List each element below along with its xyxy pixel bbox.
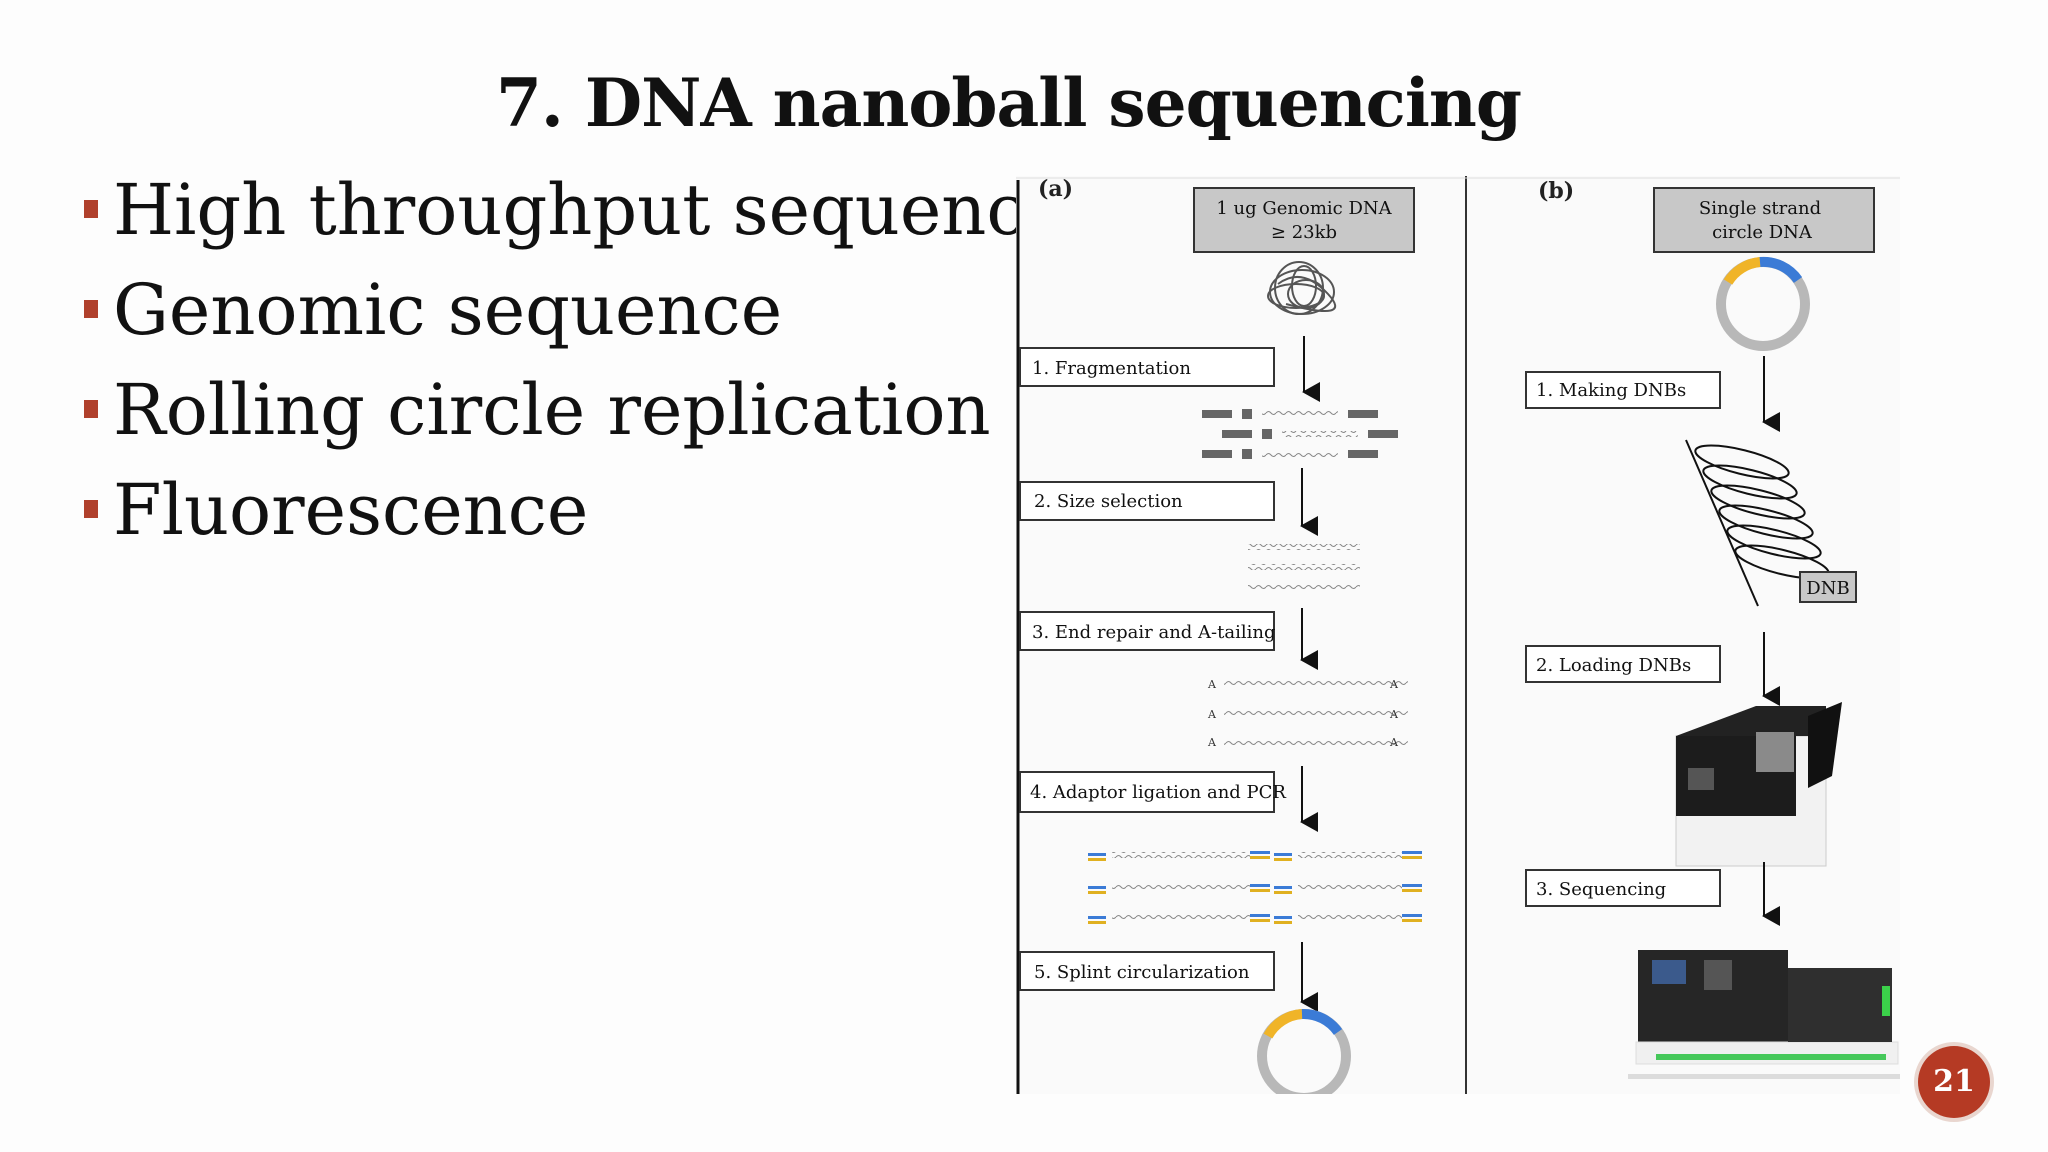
dnb-loader-instrument-icon <box>1675 702 1842 867</box>
svg-text:A: A <box>1207 708 1217 721</box>
page-number-badge: 21 <box>1918 1046 1990 1118</box>
dnb-workflow-figure: (a) 1 ug Genomic DNA ≥ 23kb 1. Fragmenta… <box>1016 176 1900 1094</box>
circular-dna-icon <box>1257 1009 1351 1094</box>
step-a5-box <box>1019 951 1275 991</box>
bullet-square-icon <box>84 300 98 318</box>
step-a3-box <box>1019 611 1275 651</box>
dnb-coil-icon <box>1685 439 1830 607</box>
step-a3-label: 3. End repair and A-tailing <box>1032 622 1275 643</box>
page-number: 21 <box>1933 1064 1975 1099</box>
step-a1-label: 1. Fragmentation <box>1032 358 1191 379</box>
svg-text:A: A <box>1389 708 1399 721</box>
step-b1-label: 1. Making DNBs <box>1536 380 1686 401</box>
bullet-text: Genomic sequence <box>113 269 783 351</box>
bullet-square-icon <box>84 400 98 418</box>
step-a5-label: 5. Splint circularization <box>1034 962 1250 983</box>
genomic-dna-box <box>1193 187 1415 253</box>
bullet-text: Fluorescence <box>113 469 589 551</box>
step-a2-box <box>1019 481 1275 521</box>
dnb-label-box <box>1799 571 1857 603</box>
svg-text:A: A <box>1389 736 1399 749</box>
step-b1-box <box>1525 371 1721 409</box>
svg-text:A: A <box>1389 678 1399 691</box>
genomic-dna-line1: 1 ug Genomic DNA <box>1216 198 1392 219</box>
bullet-text: Rolling circle replication <box>113 369 991 451</box>
svg-text:A: A <box>1207 736 1217 749</box>
single-strand-box <box>1653 187 1875 253</box>
slide-title: 7. DNA nanoball sequencing <box>496 64 1522 142</box>
step-a4-box <box>1019 771 1275 813</box>
bullet-square-icon <box>84 500 98 518</box>
bullet-square-icon <box>84 200 98 218</box>
svg-text:A: A <box>1207 678 1217 691</box>
bullet-text: High throughput sequencing <box>113 169 1138 251</box>
step-b2-label: 2. Loading DNBs <box>1536 655 1691 676</box>
ssdna-circle-icon <box>1716 256 1810 351</box>
genomic-dna-line2: ≥ 23kb <box>1271 222 1337 243</box>
step-b3-box <box>1525 869 1721 907</box>
single-strand-line1: Single strand <box>1699 198 1821 219</box>
tangled-dna-icon <box>1267 261 1337 315</box>
size-selected-dna-icon <box>1248 544 1360 590</box>
dnb-label: DNB <box>1806 578 1849 599</box>
step-b3-label: 3. Sequencing <box>1536 879 1666 900</box>
panel-a-label: (a) <box>1038 176 1073 202</box>
dna-fragments-icon <box>1202 409 1398 459</box>
step-a1-box <box>1019 347 1275 387</box>
a-tailed-dna-icon: A A A A A A <box>1207 678 1408 749</box>
sequencer-instrument-icon <box>1628 950 1900 1079</box>
single-strand-line2: circle DNA <box>1712 222 1813 243</box>
step-a4-label: 4. Adaptor ligation and PCR <box>1030 782 1286 803</box>
panel-b-label: (b) <box>1538 178 1574 204</box>
step-b2-box <box>1525 645 1721 683</box>
adaptor-ligated-dna-icon <box>1088 851 1422 924</box>
workflow-diagram: (a) 1 ug Genomic DNA ≥ 23kb 1. Fragmenta… <box>1016 176 1900 1094</box>
step-a2-label: 2. Size selection <box>1034 491 1183 512</box>
